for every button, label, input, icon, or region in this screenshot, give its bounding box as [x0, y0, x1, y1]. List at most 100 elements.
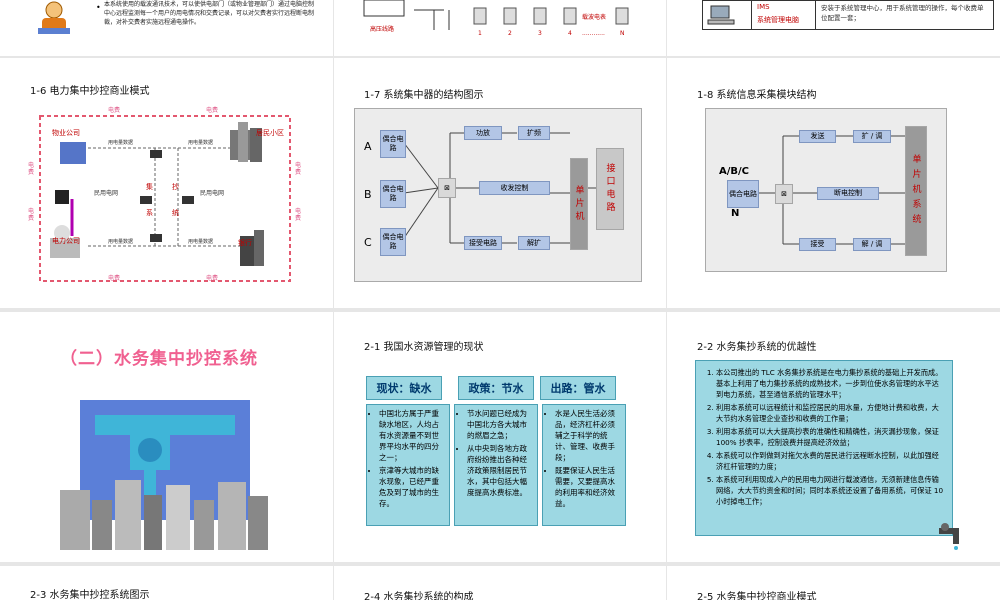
despread-box: 解扩	[518, 236, 550, 250]
slide-title: 2-1 我国水资源管理的现状	[364, 342, 484, 353]
bullet-item: 京津等大城市的缺水现象，已经严重危及到了城市的生存。	[379, 465, 445, 509]
slide-top-mid[interactable]: 高压线路 1 2 3 4 ............ N 载波电表	[334, 0, 666, 56]
fee-left-1: 电费	[28, 162, 35, 176]
fee-right-1: 电费	[295, 162, 302, 176]
modulate-box: 扩 / 调	[853, 130, 891, 143]
column-shortage: 中国北方属于严重缺水地区，人均占有水资源量不到世界平均水平的四分之一； 京津等大…	[366, 404, 450, 526]
fee-bottom-2: 电费	[206, 275, 219, 282]
header-solution: 出路：管水	[540, 376, 616, 400]
interface-box: 接口电路	[596, 148, 624, 230]
mcu-box: 单片机	[570, 158, 588, 250]
phase-a: A	[364, 140, 372, 153]
switch-box: ⊠	[438, 178, 456, 198]
data-label-3: 用电量数据	[108, 239, 134, 245]
slide-title: 1-6 电力集中抄控商业模式	[30, 86, 150, 97]
person-illustration	[34, 0, 74, 36]
hv-line-label: 高压线路	[370, 26, 395, 33]
bullet-item: 节水问题已经成为中国北方各大城市的燃眉之急；	[467, 408, 533, 441]
slide-title: 2-2 水务集抄系统的优越性	[697, 342, 817, 353]
slide-1-6[interactable]: 1-6 电力集中抄控商业模式 物业公司 居民小区 电力公司 银行 民用电网 民用…	[0, 58, 333, 308]
slide-top-right[interactable]: IMS 系统管理电脑 安装于系统管理中心，用于系统管理的操作，每个收费单位配置一…	[667, 0, 1000, 56]
grid-right: 民用电网	[200, 190, 225, 197]
mcu-system-box: 单片机系统	[905, 126, 927, 256]
property-company: 物业公司	[52, 129, 80, 137]
slide-title: 2-3 水务集中抄控系统图示	[30, 590, 150, 600]
slide-top-left[interactable]: • 本系统使用的载波通讯技术，可以使供电部门（或物业管理部门）通过电脑控制中心远…	[0, 0, 333, 56]
coupler-a: 偶合电路	[380, 130, 406, 158]
coupler-b: 偶合电路	[380, 180, 406, 208]
slide-2-0[interactable]: （二）水务集中抄控系统	[0, 312, 333, 562]
faucet-icon	[935, 522, 965, 552]
meter-num-3: 3	[538, 30, 542, 37]
fee-top-2: 电费	[206, 107, 219, 114]
data-label-2: 用电量数据	[188, 140, 214, 146]
bullet-dot: •	[96, 3, 101, 12]
ims-label: IMS	[757, 3, 770, 11]
slide-title: 1-7 系统集中器的结构图示	[364, 90, 484, 101]
bullet-item: 水是人民生活必须品，经济杠杆必须辅之于科学的统计、管理、收费手段；	[555, 408, 621, 463]
header-policy: 政策：节水	[458, 376, 534, 400]
advantages-panel: 本公司推出的 TLC 水务集抄系统是在电力集抄系统的基础上开发而成。基本上利用了…	[695, 360, 953, 536]
center-char-2: 抄	[172, 183, 179, 191]
bullet-item: 从中央到各地方政府纷纷推出各种经济政策限制居民节水，其中包括大幅度提高水费标准。	[467, 443, 533, 498]
header-shortage: 现状：缺水	[366, 376, 442, 400]
center-char-4: 统	[172, 209, 179, 217]
meter-num-2: 2	[508, 30, 512, 37]
neutral-n: N	[731, 208, 740, 219]
section-heading: （二）水务集中抄控系统	[60, 349, 258, 369]
slide-title: 1-8 系统信息采集模块结构	[697, 90, 817, 101]
fee-top-1: 电费	[108, 107, 121, 114]
coupler-c: 偶合电路	[380, 228, 406, 256]
center-char-1: 集	[146, 183, 153, 191]
power-company: 电力公司	[52, 237, 80, 245]
bullet-item: 既要保证人民生活需要，又要提高水的利用率和经济效益。	[555, 465, 621, 509]
phase-b: B	[364, 188, 372, 201]
slide-2-1[interactable]: 2-1 我国水资源管理的现状 现状：缺水 政策：节水 出路：管水 中国北方属于严…	[334, 312, 666, 562]
slide-2-4[interactable]: 2-4 水务集抄系统的构成	[334, 566, 666, 600]
slide-1-8[interactable]: 1-8 系统信息采集模块结构 A/B/C N 偶合电路 ⊠ 发送 扩 / 调 断…	[667, 58, 1000, 308]
fee-right-2: 电费	[295, 208, 302, 222]
power-amp-box: 功放	[464, 126, 502, 140]
switch-box: ⊠	[775, 184, 793, 204]
meter-num-4: 4	[568, 30, 572, 37]
data-label-4: 用电量数据	[188, 239, 214, 245]
advantage-item: 本系统可利用现成入户的民用电力网进行载波通信，无须新建信息传输网络，大大节约资金…	[716, 474, 944, 507]
phase-abc: A/B/C	[719, 166, 750, 177]
residential-area: 居民小区	[256, 129, 284, 137]
fee-left-2: 电费	[28, 208, 35, 222]
transceiver-box: 收发控制	[479, 181, 550, 195]
fee-bottom-1: 电费	[108, 275, 121, 282]
advantage-item: 本公司推出的 TLC 水务集抄系统是在电力集抄系统的基础上开发而成。基本上利用了…	[716, 367, 944, 400]
bank: 银行	[238, 239, 252, 247]
module-lines	[757, 135, 905, 245]
meter-diagram	[363, 0, 629, 30]
advantage-item: 本系统可以作到做到对拖欠水费的居民进行远程断水控制，以此加强经济杠杆管理的力度；	[716, 450, 944, 472]
column-policy: 节水问题已经成为中国北方各大城市的燃眉之急； 从中央到各地方政府纷纷推出各种经济…	[454, 404, 538, 526]
ims-description: 安装于系统管理中心，用于系统管理的操作，每个收费单位配置一套；	[821, 4, 984, 22]
slide-2-3[interactable]: 2-3 水务集中抄控系统图示	[0, 566, 333, 600]
grid-left: 民用电网	[94, 190, 119, 197]
business-model-diagram	[39, 115, 291, 282]
coupler-box: 偶合电路	[727, 180, 759, 208]
spread-box: 扩频	[518, 126, 550, 140]
demodulate-box: 解 / 调	[853, 238, 891, 251]
meter-num-1: 1	[478, 30, 482, 37]
slide-title: 2-4 水务集抄系统的构成	[364, 592, 474, 600]
meter-dots: ............	[582, 30, 605, 37]
phase-c: C	[364, 236, 372, 249]
bullet-text: 本系统使用的载波通讯技术，可以使供电部门（或物业管理部门）通过电脑控制中心远程监…	[104, 1, 315, 26]
center-char-3: 系	[146, 209, 153, 217]
water-tap-illustration	[60, 400, 268, 550]
carrier-meter-label: 载波电表	[582, 14, 607, 21]
slide-2-5[interactable]: 2-5 水务集中抄控商业模式	[667, 566, 1000, 600]
receive-box: 接受	[799, 238, 836, 251]
slide-2-2[interactable]: 2-2 水务集抄系统的优越性 本公司推出的 TLC 水务集抄系统是在电力集抄系统…	[667, 312, 1000, 562]
slide-title: 2-5 水务集中抄控商业模式	[697, 592, 817, 600]
ims-sub-label: 系统管理电脑	[757, 16, 799, 24]
receiver-box: 接受电路	[464, 236, 502, 250]
send-box: 发送	[799, 130, 836, 143]
advantage-item: 利用本系统可以远程统计和监控居民的用水量，方便地计费和收费，大大节约水务管理企业…	[716, 402, 944, 424]
advantage-item: 利用本系统可以大大提高抄表的准确性和精确性，消灭漏抄现象，保证 100% 抄表率…	[716, 426, 944, 448]
slide-1-7[interactable]: 1-7 系统集中器的结构图示 A B C 偶合电路 偶合电路 偶合电路 ⊠ 功放…	[334, 58, 666, 308]
cutoff-control-box: 断电控制	[817, 187, 879, 200]
